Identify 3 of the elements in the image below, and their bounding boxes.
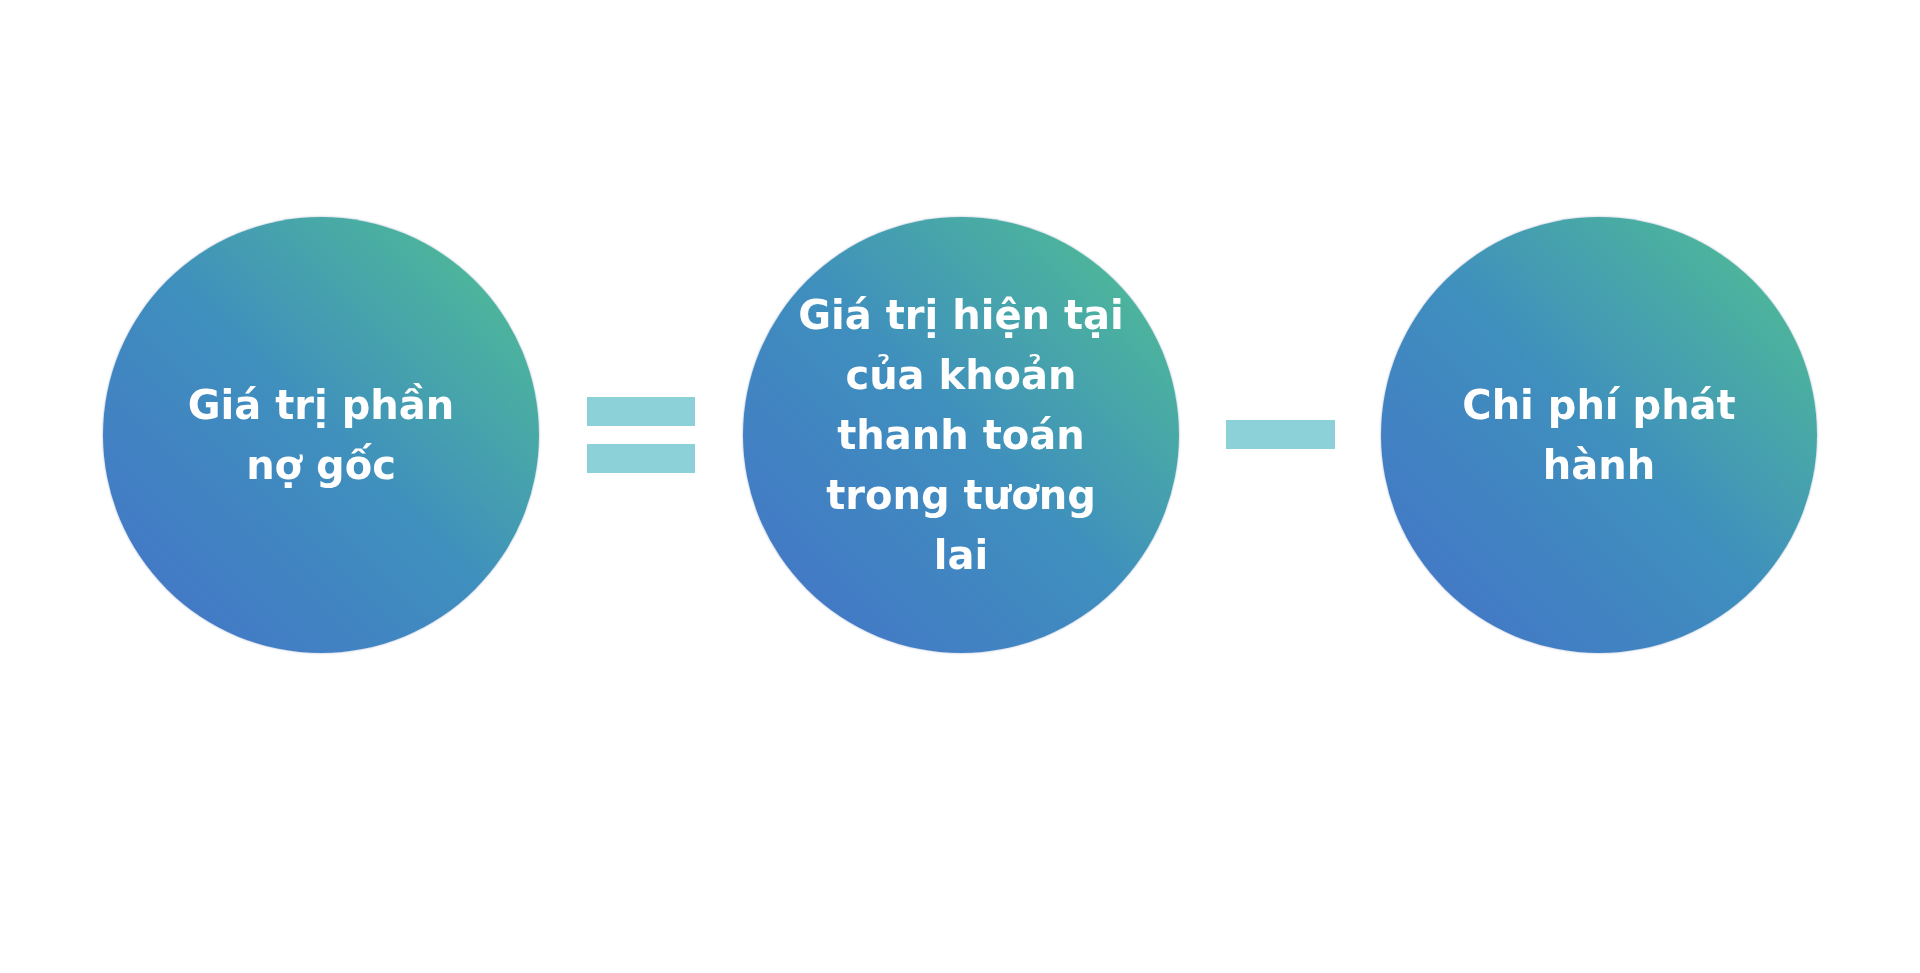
node-label: Giá trị hiện tại của khoản thanh toán trong tương lai — [797, 291, 1125, 580]
node-label: Giá trị phần nợ gốc — [186, 381, 456, 490]
node-label: Chi phí phát hành — [1461, 381, 1737, 490]
